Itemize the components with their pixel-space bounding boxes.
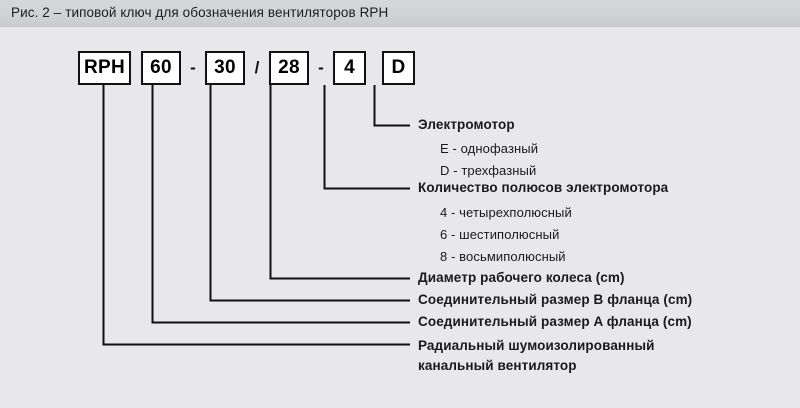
code-separator-3: / [254, 58, 260, 77]
legend-heading-flange-a: Соединительный размер A фланца (cm) [418, 314, 692, 329]
figure-caption-text: Рис. 2 – типовой ключ для обозначения ве… [11, 5, 389, 20]
code-box-impeller[interactable]: 28 [269, 51, 309, 85]
code-separator-2: - [190, 58, 196, 77]
code-box-flange-b[interactable]: 30 [205, 51, 245, 85]
legend-heading-flange-b: Соединительный размер B фланца (cm) [418, 292, 693, 307]
legend-heading-product-family: Радиальный шумоизолированный канальный в… [418, 336, 654, 376]
connector-family [102, 85, 410, 346]
figure-caption-bar: Рис. 2 – типовой ключ для обозначения ве… [0, 0, 800, 27]
legend-option-motor-three-phase: D - трехфазный [440, 163, 537, 178]
product-code-row: RPH 60 - 30 / 28 - 4 D [78, 51, 415, 85]
legend-option-poles-six: 6 - шестиполюсный [440, 227, 560, 242]
code-separator-4: - [318, 58, 324, 77]
legend-option-poles-four: 4 - четырехполюсный [440, 205, 572, 220]
code-box-poles[interactable]: 4 [333, 51, 366, 85]
connector-poles [323, 85, 410, 190]
legend-heading-product-family-line1: Радиальный шумоизолированный [418, 338, 655, 353]
code-box-rph[interactable]: RPH [78, 51, 131, 85]
connector-flange-a [151, 85, 410, 324]
code-box-flange-a[interactable]: 60 [141, 51, 181, 85]
connector-motor [373, 85, 410, 127]
legend-option-poles-eight: 8 - восьмиполюсный [440, 249, 566, 264]
legend-heading-impeller-diameter: Диаметр рабочего колеса (cm) [418, 270, 625, 285]
legend-heading-poles: Количество полюсов электромотора [418, 180, 669, 195]
code-box-motor[interactable]: D [382, 51, 415, 85]
legend-option-motor-single-phase: E - однофазный [440, 141, 539, 156]
legend-heading-product-family-line2: канальный вентилятор [418, 358, 577, 373]
connector-impeller [269, 85, 410, 280]
connector-flange-b [209, 85, 410, 302]
legend-heading-motor: Электромотор [418, 117, 515, 132]
